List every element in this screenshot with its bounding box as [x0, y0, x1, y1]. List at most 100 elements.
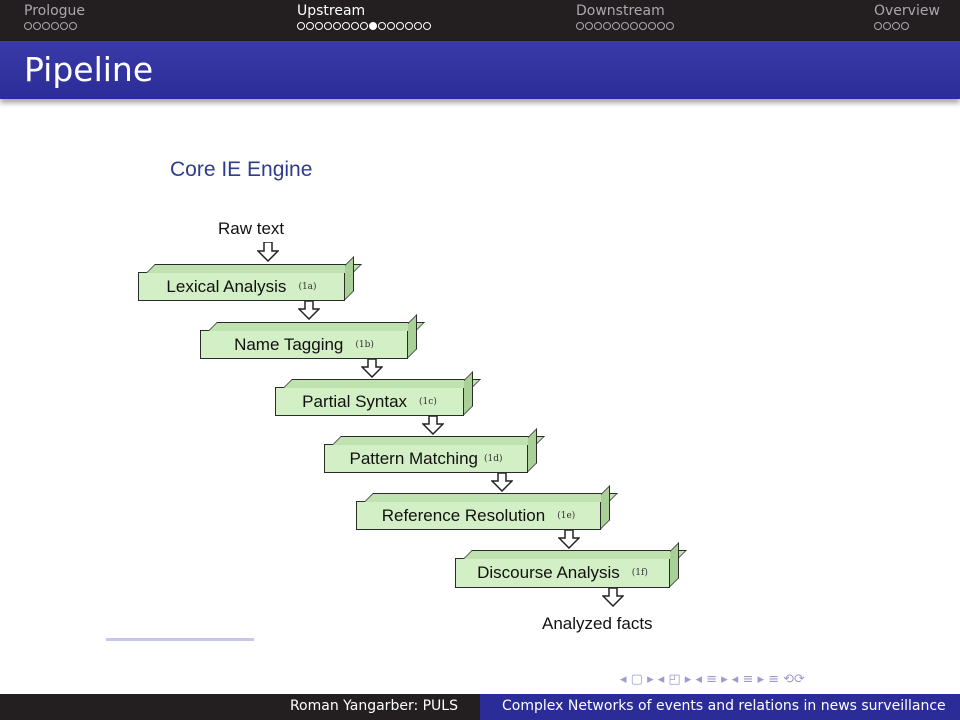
stage-label: Pattern Matching	[349, 448, 478, 468]
nav-section-downstream[interactable]: Downstream	[576, 3, 675, 32]
nav-slide-dot[interactable]	[297, 22, 305, 30]
nav-slide-dot[interactable]	[306, 22, 314, 30]
stage-label-row: Partial Syntax (1c)	[276, 388, 463, 415]
decorative-underline	[106, 638, 254, 641]
footer-left: Roman Yangarber: PULS	[0, 694, 480, 720]
nav-slide-dot[interactable]	[576, 22, 584, 30]
nav-section-upstream[interactable]: Upstream	[297, 3, 432, 32]
nav-slide-dot[interactable]	[666, 22, 674, 30]
nav-slide-dot[interactable]	[603, 22, 611, 30]
stage-code: (1a)	[298, 281, 317, 292]
nav-slide-dot[interactable]	[396, 22, 404, 30]
arrow-stage-2	[361, 359, 383, 378]
box-top-face	[208, 322, 425, 331]
stage-label: Name Tagging	[234, 334, 344, 354]
arrow-stage-4	[491, 473, 513, 492]
box-side-face	[601, 485, 610, 529]
nav-dots-overview	[874, 22, 940, 32]
nav-slide-dot[interactable]	[414, 22, 422, 30]
nav-slide-dot[interactable]	[423, 22, 431, 30]
stage-partial-syntax: Partial Syntax (1c)	[275, 371, 481, 416]
stage-label-row: Lexical Analysis (1a)	[139, 273, 344, 300]
stage-label-row: Name Tagging (1b)	[201, 331, 407, 358]
box-side-face	[408, 314, 417, 358]
nav-slide-dot[interactable]	[69, 22, 77, 30]
nav-slide-dot[interactable]	[621, 22, 629, 30]
nav-dots-downstream	[576, 22, 675, 32]
stage-label: Lexical Analysis	[166, 276, 287, 296]
frame-title-bar: Pipeline	[0, 41, 960, 99]
stage-code: (1b)	[355, 339, 374, 350]
stage-label: Discourse Analysis	[477, 563, 620, 582]
nav-slide-dot[interactable]	[901, 22, 909, 30]
box-side-face	[345, 256, 354, 300]
nav-slide-dot[interactable]	[585, 22, 593, 30]
stage-label: Partial Syntax	[302, 391, 408, 411]
nav-slide-dot[interactable]	[594, 22, 602, 30]
nav-slide-dot[interactable]	[42, 22, 50, 30]
slide-navigation-symbols[interactable]: ◂ ▢ ▸ ◂ ◰ ▸ ◂ ≡ ▸ ◂ ≡ ▸ ≡ ⟲⟳	[620, 672, 805, 687]
arrow-output	[602, 588, 624, 607]
nav-slide-dot[interactable]	[657, 22, 665, 30]
stage-code: (1f)	[631, 568, 648, 578]
nav-slide-dot[interactable]	[387, 22, 395, 30]
nav-section-overview[interactable]: Overview	[874, 3, 940, 32]
output-label: Analyzed facts	[542, 614, 653, 633]
nav-slide-dot[interactable]	[360, 22, 368, 30]
nav-slide-dot[interactable]	[33, 22, 41, 30]
nav-dots-upstream	[297, 22, 432, 32]
box-top-face	[332, 436, 545, 445]
box-side-face	[464, 371, 473, 415]
diagram-title: Core IE Engine	[170, 158, 313, 181]
box-top-face	[364, 493, 618, 502]
nav-slide-dot[interactable]	[883, 22, 891, 30]
nav-slide-dot[interactable]	[351, 22, 359, 30]
arrow-input	[257, 242, 279, 262]
footer: Roman Yangarber: PULS Complex Networks o…	[0, 694, 960, 720]
nav-slide-dot[interactable]	[51, 22, 59, 30]
nav-slide-dot[interactable]	[892, 22, 900, 30]
nav-slide-dot[interactable]	[60, 22, 68, 30]
nav-slide-dot[interactable]	[378, 22, 386, 30]
nav-dots-prologue	[24, 22, 85, 32]
nav-section-title[interactable]: Overview	[874, 3, 940, 19]
stage-label-row: Discourse Analysis (1f)	[456, 559, 669, 587]
stage-label-row: Pattern Matching (1d)	[325, 445, 527, 472]
nav-slide-dot[interactable]	[324, 22, 332, 30]
nav-slide-dot[interactable]	[315, 22, 323, 30]
section-navigation-bar: Prologue Upstream Downstream Overview	[0, 0, 960, 41]
box-top-face	[283, 379, 481, 388]
arrow-stage-1	[298, 301, 320, 320]
input-label: Raw text	[218, 219, 285, 238]
nav-section-prologue[interactable]: Prologue	[24, 3, 85, 32]
nav-slide-dot[interactable]	[612, 22, 620, 30]
stage-name-tagging: Name Tagging (1b)	[200, 314, 425, 359]
nav-section-title[interactable]: Upstream	[297, 3, 366, 19]
nav-slide-dot[interactable]	[369, 22, 377, 30]
nav-slide-dot[interactable]	[342, 22, 350, 30]
stage-reference-resolution: Reference Resolution (1e)	[356, 485, 618, 530]
nav-section-title[interactable]: Prologue	[24, 3, 86, 19]
nav-slide-dot[interactable]	[648, 22, 656, 30]
arrow-stage-3	[422, 416, 444, 435]
stage-code: (1c)	[419, 396, 437, 407]
nav-section-title[interactable]: Downstream	[576, 3, 665, 19]
stage-discourse-analysis: Discourse Analysis (1f)	[455, 542, 687, 588]
footer-right: Complex Networks of events and relations…	[480, 694, 960, 720]
stage-label-row: Reference Resolution (1e)	[357, 502, 600, 529]
stage-pattern-matching: Pattern Matching (1d)	[324, 428, 545, 473]
box-side-face	[528, 428, 537, 472]
nav-slide-dot[interactable]	[630, 22, 638, 30]
box-top-face	[146, 264, 362, 273]
nav-slide-dot[interactable]	[333, 22, 341, 30]
stage-label: Reference Resolution	[381, 505, 546, 525]
stage-code: (1e)	[557, 510, 576, 521]
stage-lexical-analysis: Lexical Analysis (1a)	[138, 256, 362, 301]
nav-slide-dot[interactable]	[639, 22, 647, 30]
nav-slide-dot[interactable]	[405, 22, 413, 30]
box-side-face	[670, 542, 679, 587]
frame-title: Pipeline	[24, 50, 154, 89]
nav-slide-dot[interactable]	[874, 22, 882, 30]
arrow-stage-5	[558, 530, 580, 549]
nav-slide-dot[interactable]	[24, 22, 32, 30]
